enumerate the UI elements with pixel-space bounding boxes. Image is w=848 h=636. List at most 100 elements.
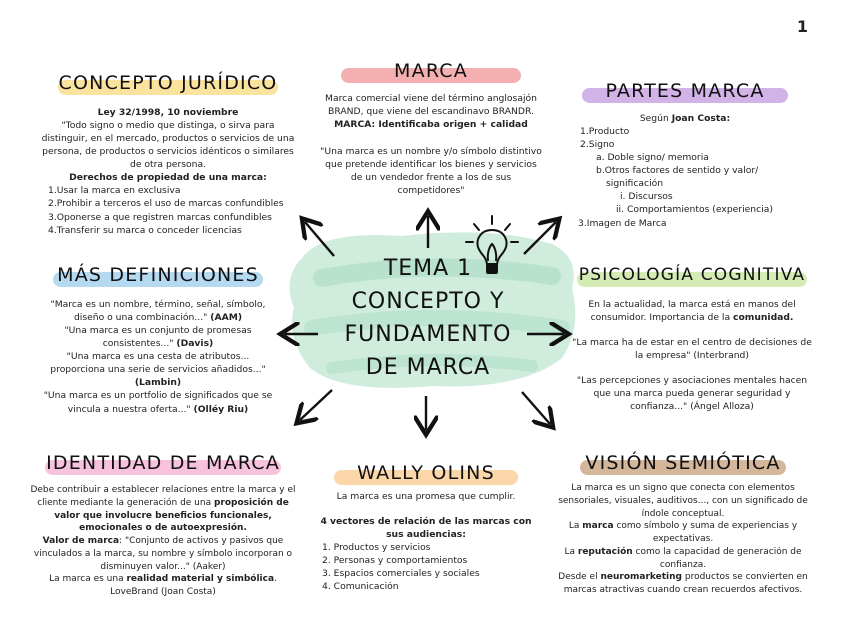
wally-title-wrap: WALLY OLINS	[316, 456, 536, 490]
list-item: b.Otros factores de sentido y valor/	[596, 165, 759, 177]
marca-text-1: Marca comercial viene del término anglos…	[325, 93, 537, 118]
identidad-p3: La marca es una realidad material y simb…	[26, 573, 300, 586]
center-title: TEMA 1 CONCEPTO Y FUNDAMENTO DE MARCA	[318, 252, 538, 384]
partes-list: 1.Producto 2.Signo a. Doble signo/ memor…	[570, 125, 800, 230]
identidad-p2-bold: Valor de marca	[42, 536, 120, 547]
identidad-title-wrap: IDENTIDAD DE MARCA	[26, 446, 300, 480]
arrow-to-juridico	[305, 222, 335, 257]
identidad-body: Debe contribuir a establecer relaciones …	[26, 484, 300, 599]
identidad-p3-text: La marca es una	[49, 574, 124, 585]
psicologia-highlight	[577, 272, 807, 287]
marca-title-wrap: MARCA	[318, 54, 544, 88]
def-quote-1-author: (AAM)	[210, 312, 243, 324]
list-item: a. Doble signo/ memoria	[596, 152, 709, 164]
section-partes-marca: PARTES MARCA Según Joan Costa: 1.Product…	[570, 74, 800, 230]
section-wally-olins: WALLY OLINS La marca es una promesa que …	[316, 456, 536, 593]
section-psicologia-cognitiva: PSICOLOGÍA COGNITIVA En la actualidad, l…	[570, 258, 814, 413]
partes-body: Según Joan Costa: 1.Producto 2.Signo a. …	[570, 112, 800, 230]
wally-highlight	[334, 470, 518, 485]
semiotica-p3: La reputación como la capacidad de gener…	[548, 546, 818, 572]
partes-title: PARTES MARCA	[605, 80, 765, 102]
identidad-title: IDENTIDAD DE MARCA	[46, 452, 280, 474]
marca-highlight	[341, 68, 521, 83]
wally-list: 1. Productos y servicios 2. Personas y c…	[316, 541, 536, 593]
psicologia-p1-bold: comunidad.	[733, 312, 794, 324]
definiciones-title-wrap: MÁS DEFINICIONES	[38, 258, 278, 292]
wally-title: WALLY OLINS	[357, 462, 495, 484]
semiotica-p2: La marca como símbolo y suma de experien…	[548, 520, 818, 546]
list-item: 3. Espacios comerciales y sociales	[322, 568, 480, 580]
def-quote-2-text: "Una marca es un conjunto de promesas co…	[64, 325, 252, 350]
list-item: 1.Producto	[580, 126, 630, 138]
marca-body: Marca comercial viene del término anglos…	[318, 92, 544, 197]
identidad-highlight	[45, 460, 281, 475]
def-quote-3-text: "Una marca es una cesta de atributos... …	[50, 351, 266, 376]
list-item: 2.Signo	[580, 139, 615, 151]
partes-intro: Según Joan Costa:	[570, 112, 800, 125]
def-quote-2: "Una marca es un conjunto de promesas co…	[38, 324, 278, 350]
semiotica-p3-a: La	[564, 546, 575, 557]
juridico-rights-title: Derechos de propiedad de una marca:	[69, 172, 267, 184]
psicologia-title: PSICOLOGÍA COGNITIVA	[578, 265, 806, 285]
section-identidad-marca: IDENTIDAD DE MARCA Debe contribuir a est…	[26, 446, 300, 599]
identidad-p1: Debe contribuir a establecer relaciones …	[26, 484, 300, 535]
psicologia-body: En la actualidad, la marca está en manos…	[570, 298, 814, 413]
juridico-law: Ley 32/1998, 10 noviembre	[97, 107, 239, 118]
identidad-p1-text: Debe contribuir a establecer relaciones …	[30, 485, 296, 508]
center-watercolor-blob	[289, 232, 576, 388]
def-quote-4: "Una marca es un portfolio de significad…	[38, 389, 278, 415]
identidad-p1-bold: proposición de valor que involucre benef…	[54, 497, 289, 534]
juridico-highlight	[58, 80, 278, 95]
list-item: 1. Productos y servicios	[322, 542, 431, 554]
juridico-title: CONCEPTO JURÍDICO	[58, 72, 278, 94]
list-item: ii. Comportamientos (experiencia)	[616, 204, 773, 216]
list-item: 3.Imagen de Marca	[578, 217, 667, 229]
partes-highlight	[582, 88, 788, 103]
section-mas-definiciones: MÁS DEFINICIONES "Marca es un nombre, té…	[38, 258, 278, 416]
juridico-body: Ley 32/1998, 10 noviembre "Todo signo o …	[38, 106, 298, 237]
identidad-p3-bold: realidad material y simbólica	[126, 574, 275, 585]
definiciones-highlight	[53, 272, 263, 287]
definiciones-body: "Marca es un nombre, término, señal, sím…	[38, 298, 278, 416]
center-title-line-1: TEMA 1	[383, 256, 473, 281]
marca-text-2: MARCA: Identificaba origen + calidad	[334, 119, 528, 131]
psicologia-p3: "Las percepciones y asociaciones mentale…	[576, 375, 808, 413]
semiotica-p3-c: como la capacidad de generación de confi…	[635, 546, 802, 570]
semiotica-p4-c: productos se convierten en marcas atract…	[563, 572, 808, 596]
def-quote-4-author: (Olléy Riu)	[193, 403, 249, 415]
list-item: 2. Personas y comportamientos	[322, 555, 468, 567]
psicologia-p2: "La marca ha de estar en el centro de de…	[572, 337, 812, 362]
center-title-line-2: CONCEPTO Y	[351, 289, 505, 314]
list-item: 2.Prohibir a terceros el uso de marcas c…	[48, 198, 284, 210]
arrow-to-partes	[523, 222, 556, 255]
identidad-p3-end: .	[274, 574, 277, 585]
arrow-to-semiotica	[521, 391, 550, 424]
center-title-line-3: FUNDAMENTO	[344, 322, 512, 347]
list-item: significación	[606, 178, 664, 190]
semiotica-p4: Desde el neuromarketing productos se con…	[548, 571, 818, 597]
identidad-p4: LoveBrand (Joan Costa)	[110, 587, 216, 598]
list-item: 4. Comunicación	[322, 581, 399, 593]
def-quote-1: "Marca es un nombre, término, señal, sím…	[38, 298, 278, 324]
page-number: 1	[796, 17, 808, 36]
juridico-rights-list: 1.Usar la marca en exclusiva 2.Prohibir …	[38, 184, 298, 236]
partes-intro-prefix: Según	[639, 113, 672, 124]
list-item: i. Discursos	[620, 191, 673, 203]
blob-stroke-1	[313, 258, 561, 287]
def-quote-2-author: (Davis)	[176, 338, 214, 350]
wally-p1: La marca es una promesa que cumplir.	[336, 491, 516, 502]
psicologia-title-wrap: PSICOLOGÍA COGNITIVA	[570, 258, 814, 292]
juridico-quote: "Todo signo o medio que distinga, o sirv…	[41, 120, 295, 171]
semiotica-highlight	[580, 460, 786, 475]
partes-intro-name: Joan Costa:	[671, 113, 731, 124]
section-marca: MARCA Marca comercial viene del término …	[318, 54, 544, 197]
list-item: 1.Usar la marca en exclusiva	[48, 185, 181, 197]
psicologia-p1-text: En la actualidad, la marca está en manos…	[588, 299, 796, 324]
definiciones-title: MÁS DEFINICIONES	[57, 264, 259, 286]
blob-stroke-3	[326, 353, 538, 374]
semiotica-p2-c: como símbolo y suma de experiencias y ex…	[616, 521, 798, 545]
partes-title-wrap: PARTES MARCA	[570, 74, 800, 108]
semiotica-title-wrap: VISIÓN SEMIÓTICA	[548, 446, 818, 480]
center-title-line-4: DE MARCA	[365, 355, 491, 380]
section-concepto-juridico: CONCEPTO JURÍDICO Ley 32/1998, 10 noviem…	[38, 66, 298, 237]
